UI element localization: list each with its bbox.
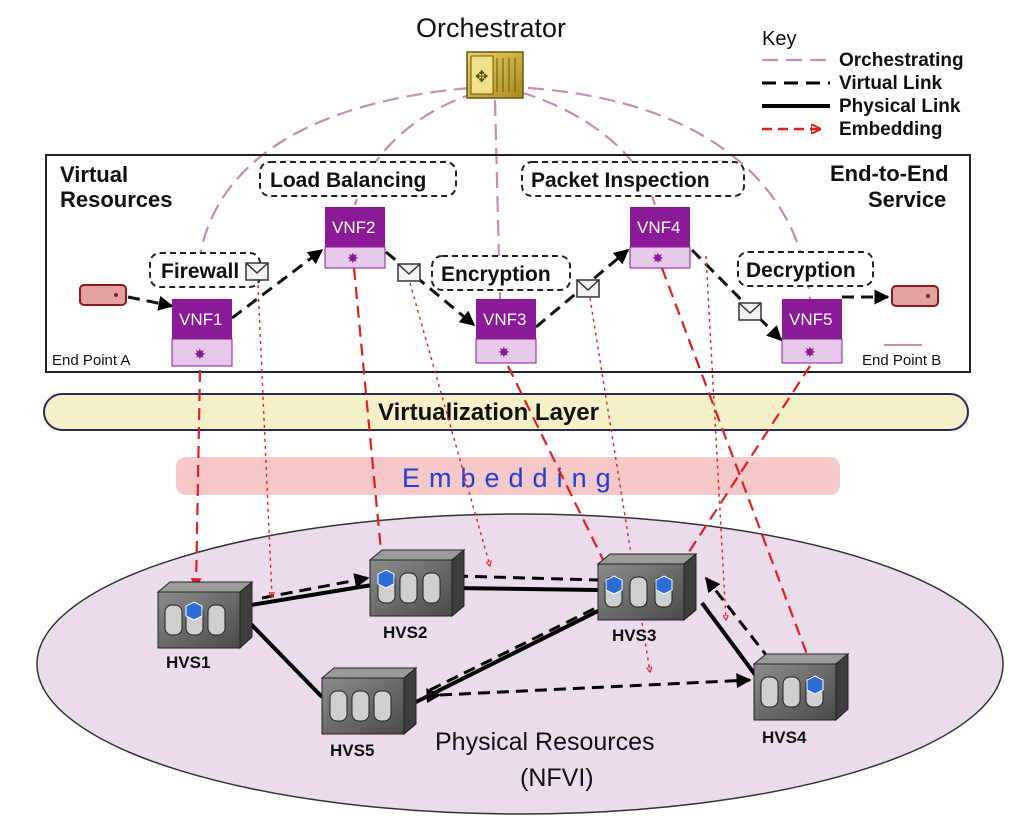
function-label-firewall: Firewall [149, 252, 261, 288]
server-hvs1[interactable] [156, 580, 254, 650]
gear-icon: ✸ [194, 347, 206, 363]
virtualization-layer-label: Virtualization Layer [378, 399, 599, 426]
vnf5-box[interactable]: VNF5 ✸ [781, 299, 843, 364]
gear-icon: ✸ [498, 345, 510, 361]
function-label-packet-inspection: Packet Inspection [521, 161, 745, 197]
embedding-link-arrows [257, 255, 726, 672]
vm-cube-icon [377, 569, 395, 589]
legend-title: Key [762, 28, 796, 50]
server-hvs2[interactable] [368, 548, 466, 618]
envelope-icon [245, 262, 269, 281]
embedding-band [176, 457, 840, 495]
orchestrator-icon: ✥ [466, 51, 524, 99]
vnf2-label: VNF2 [332, 218, 375, 237]
function-label-load-balancing: Load Balancing [259, 161, 457, 197]
vnf2-box[interactable]: VNF2 ✸ [324, 207, 386, 269]
vnf5-label: VNF5 [789, 310, 832, 329]
envelope-icon [576, 279, 600, 298]
server-hvs2-label: HVS2 [383, 623, 427, 642]
server-hvs4[interactable] [752, 652, 850, 722]
physical-resources-label-line2: (NFVI) [520, 764, 594, 792]
gear-icon: ✸ [347, 251, 359, 267]
svg-text:Firewall: Firewall [161, 260, 239, 283]
virtual-resources-title-line2: Resources [60, 187, 173, 212]
vm-cube-icon [806, 675, 824, 695]
end-to-end-service-title-line1: End-to-End [830, 161, 949, 186]
server-hvs3-label: HVS3 [612, 626, 656, 645]
legend-label-orchestrating: Orchestrating [839, 50, 964, 71]
function-label-encryption: Encryption [431, 255, 571, 291]
envelope-icons [245, 262, 762, 321]
server-hvs3[interactable] [596, 552, 698, 622]
physical-resources-label-line1: Physical Resources [435, 728, 655, 756]
vnf4-box[interactable]: VNF4 ✸ [629, 207, 691, 269]
embedding-vnf-arrows [190, 267, 816, 675]
svg-text:Decryption: Decryption [746, 259, 856, 282]
service-panel [45, 154, 971, 373]
envelope-icon [397, 263, 421, 282]
server-hvs1-label: HVS1 [166, 653, 210, 672]
vnf3-box[interactable]: VNF3 ✸ [475, 299, 537, 364]
legend: Key Orchestrating Virtual Link Physical … [762, 28, 964, 140]
end-point-b-device-icon [891, 285, 939, 307]
server-hvs4-label: HVS4 [762, 728, 807, 747]
vm-cube-icon [605, 575, 623, 595]
server-hvs5[interactable] [320, 666, 418, 736]
end-point-a-label: End Point A [52, 352, 130, 369]
svg-text:✥: ✥ [475, 67, 488, 86]
vnf1-box[interactable]: VNF1 ✸ [171, 299, 233, 367]
legend-label-physical-link: Physical Link [839, 96, 961, 117]
svg-text:Encryption: Encryption [441, 263, 551, 286]
end-point-b-label: End Point B [862, 352, 941, 369]
vnf3-label: VNF3 [483, 310, 526, 329]
svg-text:Load Balancing: Load Balancing [270, 169, 426, 192]
virtual-resources-title-line1: Virtual [60, 162, 128, 187]
orchestrator-title: Orchestrator [416, 13, 566, 43]
function-label-decryption: Decryption [737, 251, 874, 287]
virtualization-layer-band [43, 393, 969, 431]
embedding-band-label: Embedding [402, 463, 620, 493]
vm-cube-icon [185, 601, 203, 621]
legend-label-embedding: Embedding [839, 119, 942, 140]
end-to-end-service-title-line2: Service [868, 187, 946, 212]
vnf4-label: VNF4 [637, 218, 680, 237]
physical-resources-ellipse [36, 513, 1004, 815]
server-hvs5-label: HVS5 [330, 741, 374, 760]
svg-text:Packet Inspection: Packet Inspection [531, 169, 710, 192]
gear-icon: ✸ [652, 251, 664, 267]
envelope-icon [738, 302, 762, 321]
physical-virtual-links [261, 573, 772, 704]
vnf1-label: VNF1 [179, 310, 222, 329]
end-point-a-device-icon [79, 284, 127, 306]
vm-cube-icon [655, 575, 673, 595]
legend-label-virtual-link: Virtual Link [839, 73, 943, 94]
gear-icon: ✸ [804, 345, 816, 361]
